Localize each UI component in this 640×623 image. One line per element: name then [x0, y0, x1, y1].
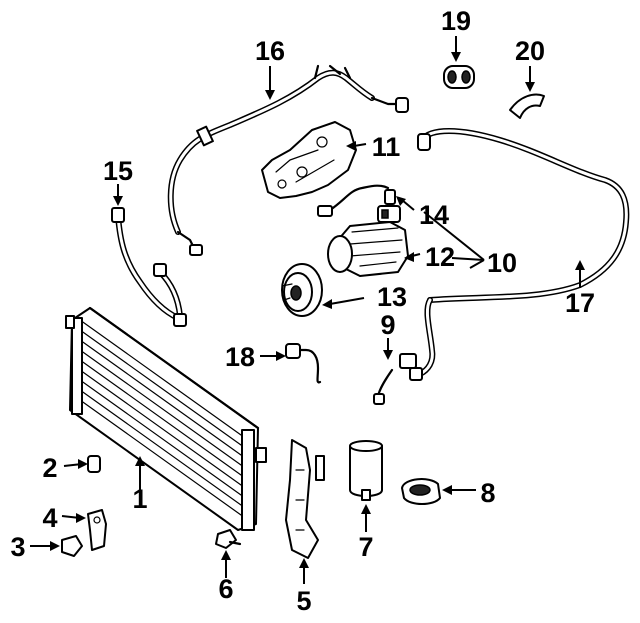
part-17-hose — [409, 128, 630, 381]
part-18-sensor — [285, 343, 322, 384]
part-15-line — [111, 207, 187, 327]
part-7-drier — [349, 440, 383, 501]
callout-9: 9 — [380, 310, 395, 340]
part-19-clip — [443, 65, 475, 89]
callout-6: 6 — [218, 574, 233, 604]
part-1-condenser — [65, 306, 267, 531]
part-14-switch — [317, 184, 396, 217]
callout-14: 14 — [419, 200, 449, 230]
callout-20: 20 — [515, 36, 545, 66]
part-8-clamp — [401, 478, 441, 505]
callout-2: 2 — [42, 453, 57, 483]
callout-16: 16 — [255, 36, 285, 66]
callout-labels: 1 2 3 4 5 6 7 8 9 10 11 12 13 14 15 16 1… — [10, 6, 595, 616]
leader-lines — [30, 36, 585, 584]
callout-8: 8 — [480, 478, 495, 508]
callout-10: 10 — [487, 248, 517, 278]
callout-7: 7 — [358, 532, 373, 562]
part-4-bracket — [87, 509, 107, 551]
part-3-bolt — [61, 535, 83, 557]
part-13-pulley — [281, 263, 323, 317]
part-6-bolt — [215, 529, 242, 549]
callout-12: 12 — [425, 242, 455, 272]
callout-18: 18 — [225, 342, 255, 372]
callout-4: 4 — [42, 503, 57, 533]
part-12-compressor — [327, 205, 409, 277]
part-9-switch — [373, 353, 417, 405]
callout-17: 17 — [565, 288, 595, 318]
callout-11: 11 — [372, 132, 401, 162]
part-2-clip — [87, 455, 101, 473]
callout-5: 5 — [296, 586, 311, 616]
part-16-hose — [167, 64, 409, 256]
callout-13: 13 — [377, 282, 407, 312]
callout-1: 1 — [132, 484, 147, 514]
part-5-bracket — [285, 439, 325, 559]
part-11-bracket — [261, 121, 357, 199]
callout-19: 19 — [441, 6, 471, 36]
callout-3: 3 — [10, 532, 25, 562]
part-20-hose — [509, 93, 545, 119]
callout-15: 15 — [103, 156, 133, 186]
